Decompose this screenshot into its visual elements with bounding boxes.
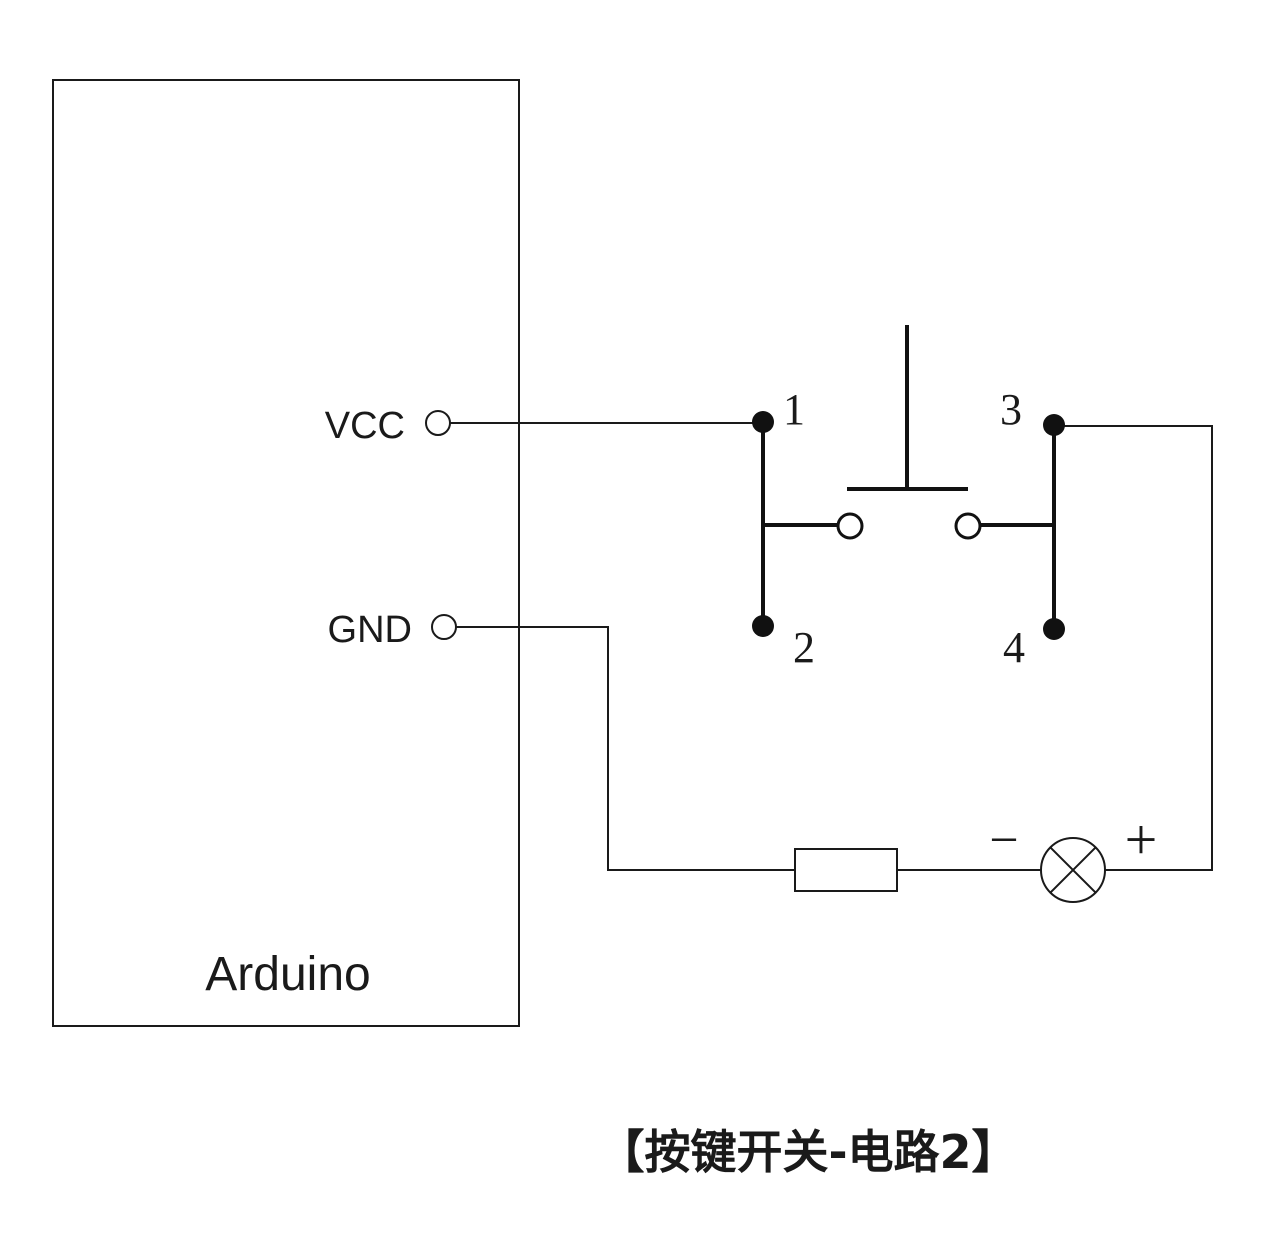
switch-pin2-dot <box>752 615 774 637</box>
push-button-switch: 1 2 3 4 <box>752 325 1065 672</box>
resistor <box>794 848 898 892</box>
switch-pin1-label: 1 <box>783 385 805 434</box>
switch-pin3-dot <box>1043 414 1065 436</box>
arduino-board <box>52 79 520 1027</box>
lamp-cross-b <box>1049 846 1097 894</box>
switch-pin1-dot <box>752 411 774 433</box>
wire-lamp-to-switch <box>1054 425 1213 871</box>
gnd-label: GND <box>328 609 412 651</box>
lamp-plus-label: + <box>1125 807 1158 872</box>
diagram-caption: 【按键开关-电路2】 <box>598 1125 1017 1179</box>
switch-right-contact <box>954 512 982 540</box>
gnd-pin-terminal <box>431 614 457 640</box>
lamp: − + <box>989 807 1158 903</box>
switch-pin4-label: 4 <box>1003 623 1025 672</box>
arduino-label: Arduino <box>205 948 370 1001</box>
lamp-minus-label: − <box>989 812 1018 869</box>
vcc-pin-terminal <box>425 410 451 436</box>
switch-pin4-dot <box>1043 618 1065 640</box>
switch-left-contact <box>836 512 864 540</box>
vcc-label: VCC <box>325 405 405 447</box>
switch-pin2-label: 2 <box>793 623 815 672</box>
wire-gnd-to-resistor <box>456 626 795 871</box>
switch-pin3-label: 3 <box>1000 385 1022 434</box>
